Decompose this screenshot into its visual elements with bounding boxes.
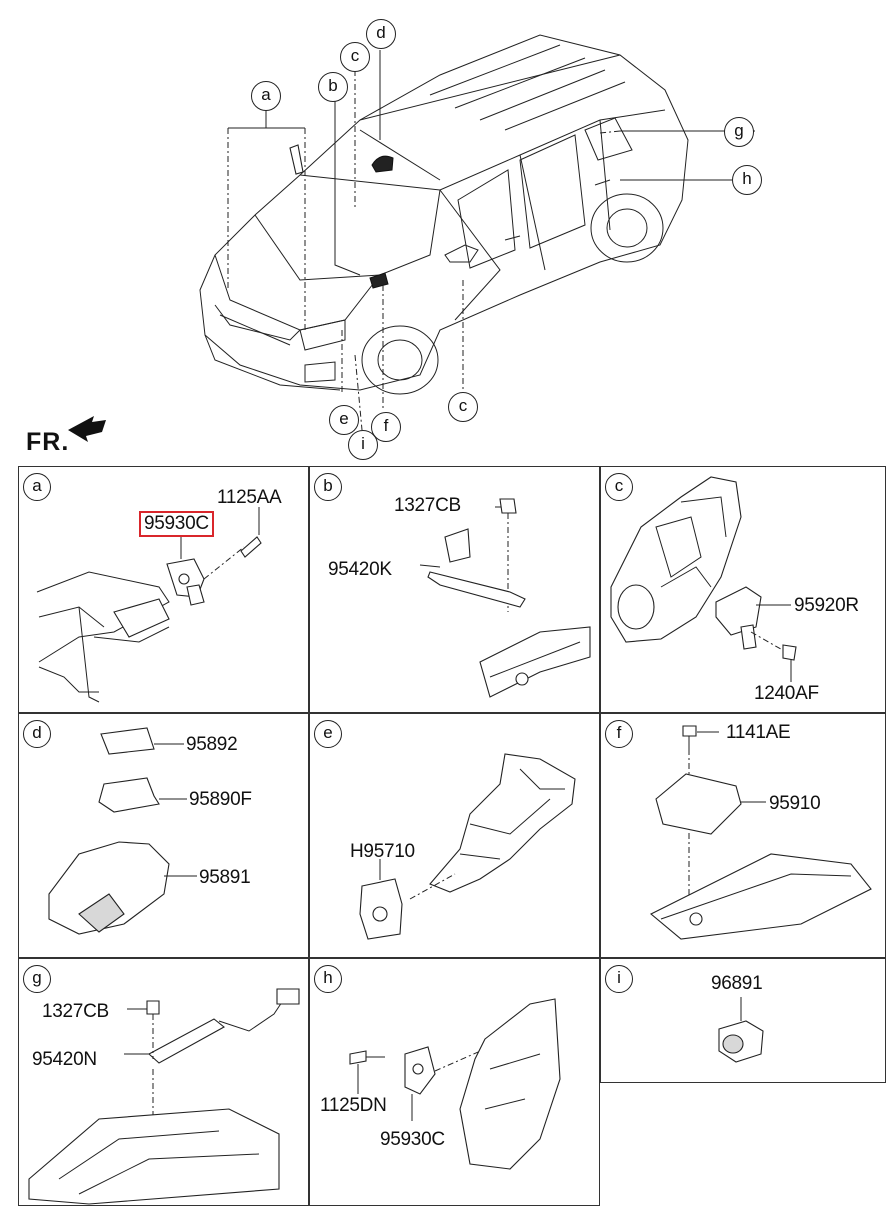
part-95420K-label[interactable]: 95420K: [328, 559, 392, 580]
callout-i: i: [348, 430, 378, 460]
panel-letter: d: [23, 720, 51, 748]
panel-letter: g: [23, 965, 51, 993]
part-95420N-label[interactable]: 95420N: [32, 1049, 97, 1070]
vehicle-overview: a b c d g h c e f i FR.: [0, 0, 886, 465]
panel-f: f 1141AE 95910: [600, 713, 886, 958]
part-95890F-label[interactable]: 95890F: [189, 789, 252, 810]
panel-c: c 95920R 1240AF: [600, 466, 886, 713]
part-95892-label[interactable]: 95892: [186, 734, 238, 755]
part-1125DN-label[interactable]: 1125DN: [320, 1095, 387, 1116]
callout-d: d: [366, 19, 396, 49]
part-95891-label[interactable]: 95891: [199, 867, 251, 888]
panel-g: g 1327CB 95420N: [18, 958, 309, 1206]
part-95930C-label[interactable]: 95930C: [139, 511, 214, 537]
panel-letter: e: [314, 720, 342, 748]
part-H95710-label[interactable]: H95710: [350, 841, 415, 862]
part-1327CB-label[interactable]: 1327CB: [394, 495, 461, 516]
callout-c-bottom: c: [448, 392, 478, 422]
panel-h: h 1125DN 95930C: [309, 958, 600, 1206]
part-95930C-label[interactable]: 95930C: [380, 1129, 445, 1150]
callout-g: g: [724, 117, 754, 147]
vehicle-illustration: [68, 34, 755, 442]
callout-e: e: [329, 405, 359, 435]
part-1327CB-label[interactable]: 1327CB: [42, 1001, 109, 1022]
panel-e: e H95710: [309, 713, 600, 958]
front-direction-label: FR.: [26, 428, 70, 456]
part-95920R-label[interactable]: 95920R: [794, 595, 859, 616]
part-96891-label[interactable]: 96891: [711, 973, 763, 994]
panel-b: b 1327CB 95420K: [309, 466, 600, 713]
part-95910-label[interactable]: 95910: [769, 793, 821, 814]
callout-c-top: c: [340, 42, 370, 72]
part-1141AE-label[interactable]: 1141AE: [726, 722, 791, 743]
panel-letter: a: [23, 473, 51, 501]
panel-i: i 96891: [600, 958, 886, 1083]
panel-a: a 95930C 1125AA: [18, 466, 309, 713]
panel-letter: c: [605, 473, 633, 501]
part-1125AA-label[interactable]: 1125AA: [217, 487, 282, 508]
callout-h: h: [732, 165, 762, 195]
panel-d: d 95892 95890F 95891: [18, 713, 309, 958]
panel-letter: b: [314, 473, 342, 501]
panel-letter: h: [314, 965, 342, 993]
callout-b: b: [318, 72, 348, 102]
callout-a: a: [251, 81, 281, 111]
panel-letter: f: [605, 720, 633, 748]
panel-letter: i: [605, 965, 633, 993]
part-1240AF-label[interactable]: 1240AF: [754, 683, 819, 704]
